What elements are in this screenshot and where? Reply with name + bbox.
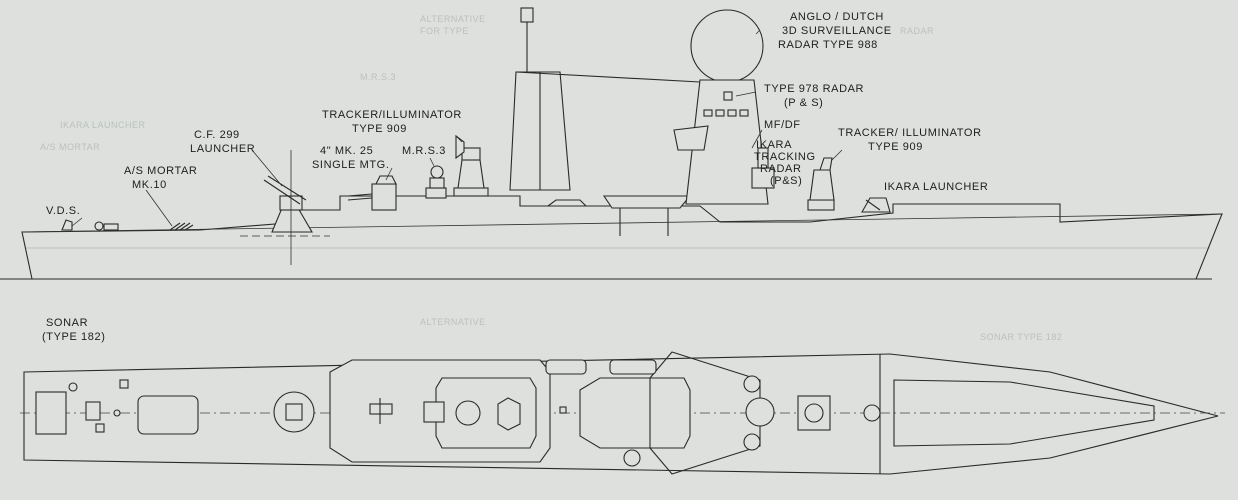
label-sonar: SONAR (TYPE 182) bbox=[42, 317, 105, 343]
background-ghost-text: ALTERNATIVE FOR TYPE RADAR IKARA LAUNCHE… bbox=[40, 14, 1062, 342]
cf299-launcher bbox=[240, 150, 330, 265]
mrs3-director bbox=[425, 165, 447, 199]
label-ikara-launcher: IKARA LAUNCHER bbox=[884, 181, 988, 193]
ikara-launcher bbox=[861, 197, 891, 213]
ikara-launcher-plan bbox=[863, 404, 881, 422]
label-tracker-fwd: TRACKER/ILLUMINATOR TYPE 909 bbox=[322, 109, 466, 135]
label-radar-988: ANGLO / DUTCH 3D SURVEILLANCE RADAR TYPE… bbox=[778, 11, 895, 51]
label-ikara-tracking: IKARA TRACKING RADAR (P&S) bbox=[754, 139, 819, 187]
label-mortar: A/S MORTAR MK.10 bbox=[124, 165, 201, 191]
labels: ANGLO / DUTCH 3D SURVEILLANCE RADAR TYPE… bbox=[42, 11, 988, 343]
mid-superstructure bbox=[579, 377, 691, 449]
tracker-909-aft bbox=[807, 157, 835, 211]
svg-text:ALTERNATIVE: ALTERNATIVE bbox=[420, 317, 486, 327]
label-radar-978: TYPE 978 RADAR (P & S) bbox=[764, 83, 868, 109]
mortar-well bbox=[137, 395, 199, 435]
vds-reel bbox=[94, 221, 104, 231]
mortar-mk10 bbox=[169, 222, 194, 231]
svg-text:RADAR: RADAR bbox=[900, 26, 934, 36]
label-mf-df: MF/DF bbox=[764, 119, 801, 131]
side-elevation bbox=[0, 7, 1223, 280]
svg-text:FOR TYPE: FOR TYPE bbox=[420, 26, 469, 36]
vds-fitting bbox=[61, 219, 73, 231]
radar-988 bbox=[673, 9, 775, 205]
leader-lines bbox=[71, 29, 843, 227]
label-mrs3: M.R.S.3 bbox=[402, 145, 446, 157]
svg-text:SONAR TYPE 182: SONAR TYPE 182 bbox=[980, 332, 1062, 342]
svg-text:A/S MORTAR: A/S MORTAR bbox=[40, 142, 100, 152]
label-tracker-aft: TRACKER/ ILLUMINATOR TYPE 909 bbox=[838, 127, 985, 153]
tracker-909-fwd bbox=[453, 134, 489, 197]
boat bbox=[546, 195, 692, 236]
plan-view bbox=[20, 351, 1225, 475]
svg-text:M.R.S.3: M.R.S.3 bbox=[360, 72, 396, 82]
label-gun: 4" MK. 25 SINGLE MTG. bbox=[312, 145, 390, 171]
svg-text:IKARA LAUNCHER: IKARA LAUNCHER bbox=[60, 120, 146, 130]
svg-text:ALTERNATIVE: ALTERNATIVE bbox=[420, 14, 486, 24]
main-mast bbox=[509, 7, 701, 191]
tracker-aft-plan bbox=[797, 395, 831, 431]
label-vds: V.D.S. bbox=[46, 205, 80, 217]
radar-988-dome bbox=[690, 9, 764, 83]
label-cf299: C.F. 299 LAUNCHER bbox=[190, 129, 255, 155]
